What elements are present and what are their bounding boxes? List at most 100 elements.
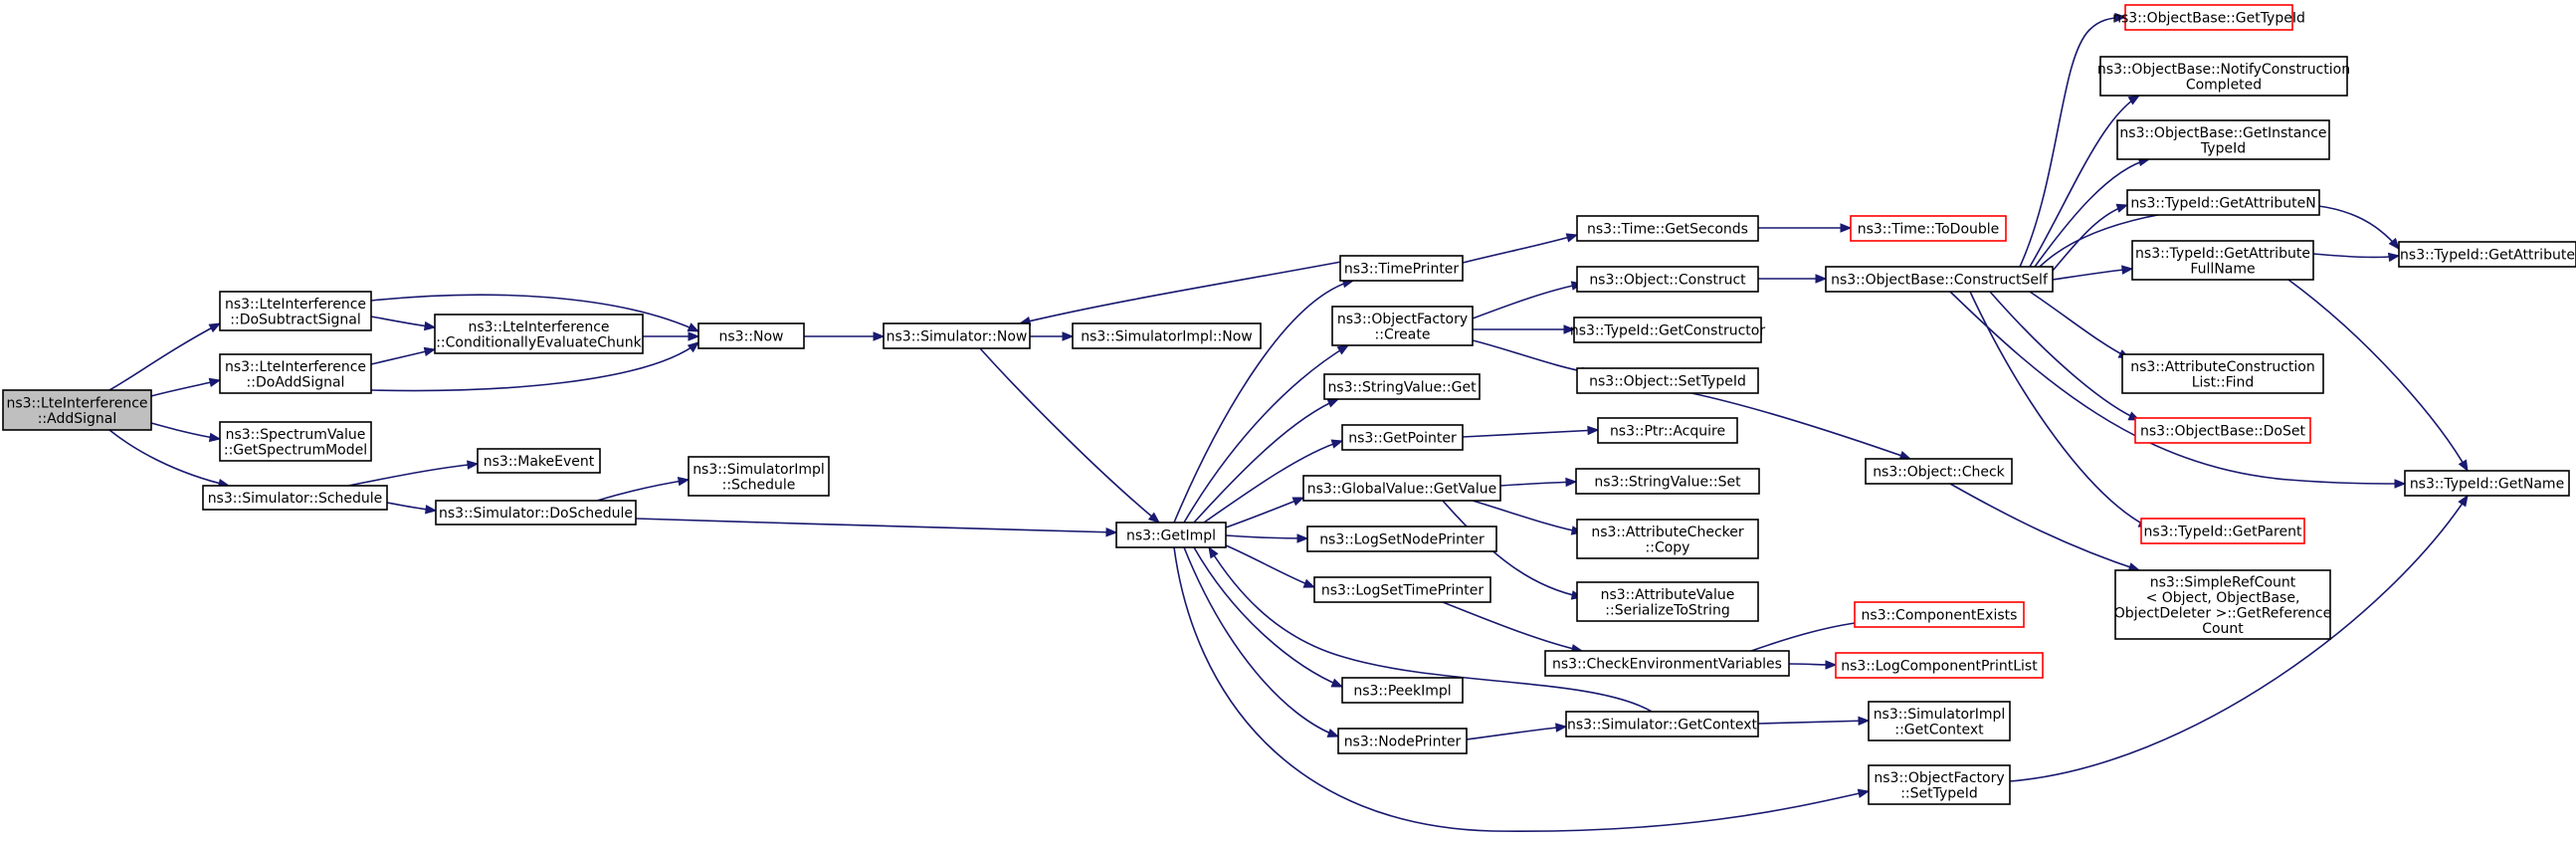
node-simplerefcount[interactable]: ns3::SimpleRefCount< Object, ObjectBase,…: [2114, 569, 2331, 640]
node-box[interactable]: [1865, 458, 2013, 485]
node-timeprinter[interactable]: ns3::TimePrinter: [1339, 255, 1464, 282]
node-simimplgetcontext[interactable]: ns3::SimulatorImpl::GetContext: [1868, 701, 2011, 741]
node-box[interactable]: [2126, 189, 2320, 216]
node-schedule[interactable]: ns3::Simulator::Schedule: [202, 485, 388, 511]
node-box[interactable]: [477, 448, 601, 474]
node-box[interactable]: [2116, 119, 2330, 160]
node-box[interactable]: [435, 500, 637, 526]
node-box[interactable]: [1825, 266, 2054, 293]
node-attrcheckercopy[interactable]: ns3::AttributeChecker::Copy: [1576, 519, 1759, 559]
node-objfactorycreate[interactable]: ns3::ObjectFactory::Create: [1331, 306, 1474, 346]
node-box[interactable]: [219, 353, 372, 394]
node-box[interactable]: [2131, 240, 2314, 281]
node-box[interactable]: [1072, 322, 1262, 349]
node-notifyconstruction[interactable]: ns3::ObjectBase::NotifyConstructionCompl…: [2097, 56, 2350, 97]
node-box[interactable]: [202, 485, 388, 511]
node-attrvalueserialize[interactable]: ns3::AttributeValue::SerializeToString: [1576, 581, 1759, 622]
node-logsetnode[interactable]: ns3::LogSetNodePrinter: [1306, 526, 1497, 552]
node-simimplschedule[interactable]: ns3::SimulatorImpl::Schedule: [688, 456, 830, 497]
node-box[interactable]: [2, 389, 152, 431]
node-box[interactable]: [2114, 569, 2331, 640]
node-box[interactable]: [1306, 526, 1497, 552]
node-simnow[interactable]: ns3::Simulator::Now: [883, 322, 1031, 349]
node-objfactorysettypeid[interactable]: ns3::ObjectFactory::SetTypeId: [1868, 764, 2011, 805]
node-logcomponentprint[interactable]: ns3::LogComponentPrintList: [1835, 652, 2044, 679]
node-constructself[interactable]: ns3::ObjectBase::ConstructSelf: [1825, 266, 2054, 293]
node-addsignal[interactable]: ns3::LteInterference::AddSignal: [2, 389, 152, 431]
node-getimpl[interactable]: ns3::GetImpl: [1115, 522, 1227, 548]
node-box[interactable]: [1302, 475, 1501, 502]
node-stringvalueset[interactable]: ns3::StringValue::Set: [1575, 468, 1760, 495]
node-box[interactable]: [1597, 417, 1738, 444]
node-checkenv[interactable]: ns3::CheckEnvironmentVariables: [1544, 650, 1790, 677]
node-getseconds[interactable]: ns3::Time::GetSeconds: [1576, 215, 1759, 242]
node-box[interactable]: [1850, 215, 2007, 242]
node-globalgetvalue[interactable]: ns3::GlobalValue::GetValue: [1302, 475, 1501, 502]
node-peekimpl[interactable]: ns3::PeekImpl: [1341, 677, 1464, 704]
node-box[interactable]: [1868, 701, 2011, 741]
node-getname[interactable]: ns3::TypeId::GetName: [2404, 470, 2570, 497]
node-box[interactable]: [1115, 522, 1227, 548]
node-box[interactable]: [1341, 424, 1464, 451]
node-nodeprinter[interactable]: ns3::NodePrinter: [1337, 728, 1468, 754]
node-box[interactable]: [2398, 241, 2576, 268]
node-box[interactable]: [2404, 470, 2570, 497]
node-box[interactable]: [1323, 373, 1481, 400]
node-now[interactable]: ns3::Now: [697, 322, 805, 349]
node-condeval[interactable]: ns3::LteInterference::ConditionallyEvalu…: [434, 314, 644, 354]
node-logsettime[interactable]: ns3::LogSetTimePrinter: [1313, 576, 1491, 603]
node-box[interactable]: [1565, 711, 1759, 737]
node-simimplnow[interactable]: ns3::SimulatorImpl::Now: [1072, 322, 1262, 349]
node-makeevent[interactable]: ns3::MakeEvent: [477, 448, 601, 474]
node-ptracquire[interactable]: ns3::Ptr::Acquire: [1597, 417, 1738, 444]
node-box[interactable]: [2140, 518, 2305, 544]
node-box[interactable]: [1331, 306, 1474, 346]
node-doaddsignal[interactable]: ns3::LteInterference::DoAddSignal: [219, 353, 372, 394]
node-simgetcontext[interactable]: ns3::Simulator::GetContext: [1565, 711, 1759, 737]
node-box[interactable]: [688, 456, 830, 497]
node-box[interactable]: [1835, 652, 2044, 679]
node-box[interactable]: [2099, 56, 2348, 97]
node-stringvalueget[interactable]: ns3::StringValue::Get: [1323, 373, 1481, 400]
node-box[interactable]: [1868, 764, 2011, 805]
node-box[interactable]: [1576, 581, 1759, 622]
node-objconstruct[interactable]: ns3::Object::Construct: [1576, 266, 1759, 293]
node-objcheck[interactable]: ns3::Object::Check: [1865, 458, 2013, 485]
node-box[interactable]: [1341, 677, 1464, 704]
node-todouble[interactable]: ns3::Time::ToDouble: [1850, 215, 2007, 242]
node-box[interactable]: [1339, 255, 1464, 282]
node-dosubtract[interactable]: ns3::LteInterference::DoSubtractSignal: [219, 291, 372, 331]
node-box[interactable]: [2124, 4, 2293, 31]
node-box[interactable]: [883, 322, 1031, 349]
node-dosetn[interactable]: ns3::ObjectBase::DoSet: [2134, 417, 2311, 444]
node-doschedule[interactable]: ns3::Simulator::DoSchedule: [435, 500, 637, 526]
node-box[interactable]: [1854, 601, 2025, 628]
node-box[interactable]: [1576, 519, 1759, 559]
node-spectrummodel[interactable]: ns3::SpectrumValue::GetSpectrumModel: [219, 421, 372, 462]
node-box[interactable]: [434, 314, 644, 354]
node-box[interactable]: [2134, 417, 2311, 444]
node-settypeid[interactable]: ns3::Object::SetTypeId: [1576, 367, 1759, 394]
node-box[interactable]: [1576, 367, 1759, 394]
node-getconstructor[interactable]: ns3::TypeId::GetConstructor: [1570, 316, 1765, 343]
node-box[interactable]: [2121, 353, 2324, 394]
node-box[interactable]: [219, 291, 372, 331]
node-box[interactable]: [1313, 576, 1491, 603]
node-box[interactable]: [1337, 728, 1468, 754]
node-box[interactable]: [219, 421, 372, 462]
node-obgettypeid[interactable]: ns3::ObjectBase::GetTypeId: [2112, 4, 2305, 31]
node-getpointer[interactable]: ns3::GetPointer: [1341, 424, 1464, 451]
node-getattribute[interactable]: ns3::TypeId::GetAttribute: [2398, 241, 2576, 268]
node-box[interactable]: [1575, 468, 1760, 495]
node-box[interactable]: [1544, 650, 1790, 677]
node-getparent[interactable]: ns3::TypeId::GetParent: [2140, 518, 2305, 544]
node-getattributen[interactable]: ns3::TypeId::GetAttributeN: [2126, 189, 2320, 216]
node-box[interactable]: [1573, 316, 1762, 343]
node-componentexists[interactable]: ns3::ComponentExists: [1854, 601, 2025, 628]
node-box[interactable]: [1576, 215, 1759, 242]
node-box[interactable]: [697, 322, 805, 349]
node-box[interactable]: [1576, 266, 1759, 293]
